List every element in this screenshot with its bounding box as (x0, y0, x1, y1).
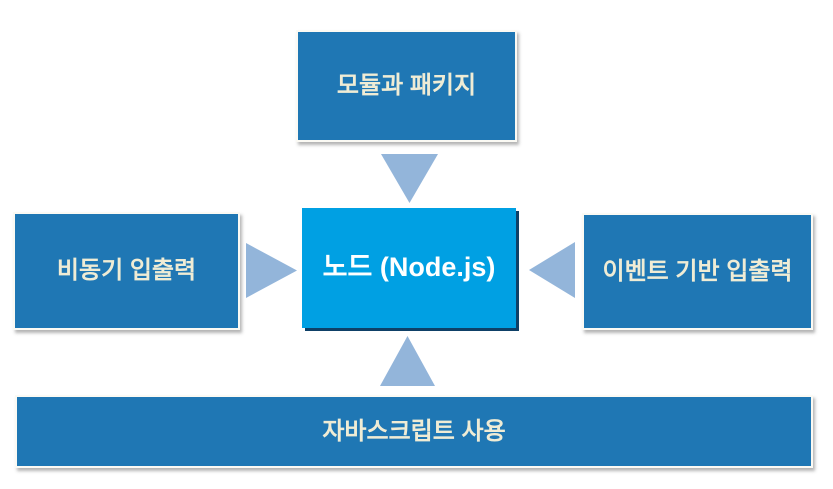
node-async-io: 비동기 입출력 (13, 212, 240, 330)
arrow-left-shape (529, 242, 575, 298)
arrow-up-shape (380, 336, 435, 386)
node-nodejs-label: 노드 (Node.js) (322, 252, 496, 283)
arrow-down-shape (381, 154, 438, 203)
node-javascript-usage: 자바스크립트 사용 (15, 395, 813, 468)
arrow-right-icon (246, 243, 297, 298)
node-event-based-io: 이벤트 기반 입출력 (582, 213, 813, 330)
arrow-down-icon (381, 154, 438, 203)
node-async-io-label: 비동기 입출력 (56, 257, 197, 284)
node-modules-packages-label: 모듈과 패키지 (336, 72, 477, 99)
node-javascript-usage-label: 자바스크립트 사용 (322, 417, 506, 445)
node-nodejs: 노드 (Node.js) (302, 208, 516, 328)
node-modules-packages: 모듈과 패키지 (296, 30, 517, 142)
arrow-left-icon (529, 242, 575, 298)
arrow-right-shape (246, 243, 297, 298)
node-event-based-io-label: 이벤트 기반 입출력 (602, 257, 793, 285)
arrow-up-icon (380, 336, 435, 386)
